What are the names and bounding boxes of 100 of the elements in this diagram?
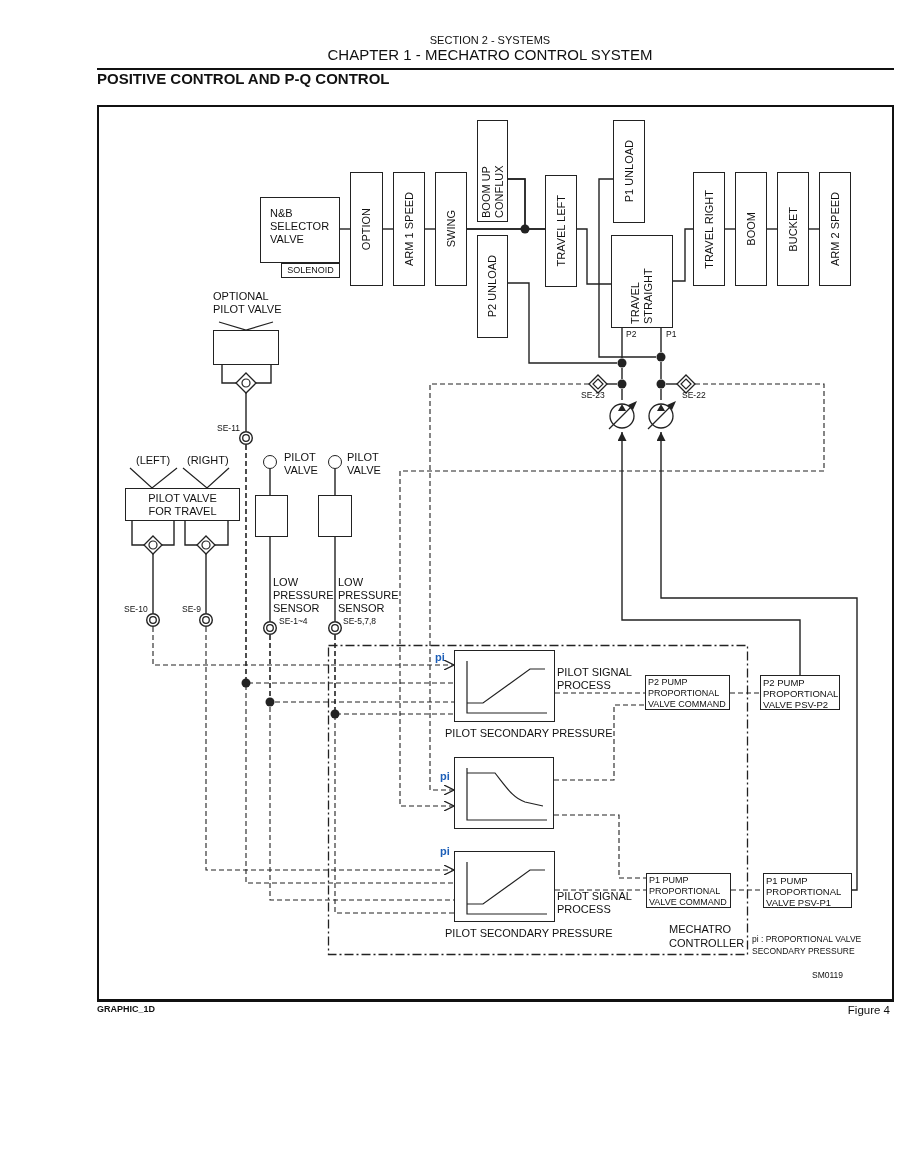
shuttle-valve-icon bbox=[144, 536, 162, 554]
valve-section-box: BUCKET bbox=[777, 172, 809, 286]
hydraulic-line bbox=[214, 520, 229, 546]
hydraulic-line bbox=[621, 388, 623, 401]
lever-label: (LEFT) bbox=[136, 454, 172, 467]
junction-dot bbox=[617, 358, 627, 368]
junction-dot bbox=[656, 352, 666, 362]
shuttle-valve-icon bbox=[236, 373, 256, 393]
hydraulic-line bbox=[660, 361, 662, 380]
function-block bbox=[454, 851, 555, 922]
signal-line bbox=[554, 889, 647, 891]
valve-section-box: BOOM UP CONFLUX bbox=[477, 120, 508, 222]
hydraulic-line bbox=[245, 392, 247, 432]
valve-box: N&B SELECTOR VALVE bbox=[260, 197, 340, 263]
hydraulic-line bbox=[672, 228, 694, 282]
signal-line bbox=[152, 626, 455, 671]
hydraulic-line bbox=[161, 520, 175, 546]
hydraulic-line bbox=[606, 383, 618, 385]
hydraulic-line bbox=[621, 327, 623, 359]
hydraulic-line bbox=[269, 468, 271, 496]
sensor-label: SE-5,7,8 bbox=[343, 616, 378, 626]
signal-line bbox=[429, 383, 590, 796]
signal-line bbox=[554, 692, 646, 694]
hydraulic-line bbox=[576, 228, 612, 285]
pressure-sensor-icon bbox=[263, 621, 277, 635]
arrow bbox=[656, 431, 858, 891]
valve-section-box: ARM 2 SPEED bbox=[819, 172, 851, 286]
valve-section-box: TRAVEL STRAIGHT bbox=[611, 235, 673, 328]
signal-line bbox=[334, 634, 455, 914]
signal-line bbox=[205, 626, 455, 876]
variable-pump-symbol bbox=[645, 400, 677, 432]
hydraulic-line bbox=[184, 520, 198, 546]
valve-box: P2 PUMP PROPORTIONAL VALVE PSV-P2 bbox=[760, 675, 840, 710]
function-block bbox=[454, 650, 555, 722]
command-box: P1 PUMP PROPORTIONAL VALVE COMMAND bbox=[646, 873, 731, 908]
valve-section-box: TRAVEL LEFT bbox=[545, 175, 577, 287]
figure-number: Figure 4 bbox=[846, 1003, 890, 1018]
component-label: LOW PRESSURE SENSOR bbox=[273, 576, 335, 615]
port-label: P2 bbox=[626, 329, 638, 339]
hydraulic-line bbox=[621, 367, 623, 380]
signal-line bbox=[553, 814, 647, 879]
valve-box bbox=[255, 495, 288, 537]
variable-pump-symbol bbox=[606, 400, 638, 432]
function-block bbox=[454, 757, 554, 829]
valve-box: P1 PUMP PROPORTIONAL VALVE PSV-P1 bbox=[763, 873, 852, 908]
hydraulic-line bbox=[724, 228, 736, 230]
hydraulic-line bbox=[424, 228, 436, 230]
pressure-sensor-icon bbox=[589, 375, 607, 393]
solenoid-box: SOLENOID bbox=[281, 263, 340, 278]
hydraulic-line bbox=[507, 178, 546, 230]
hydraulic-line bbox=[221, 364, 237, 384]
hydraulic-line bbox=[339, 228, 351, 230]
valve-box bbox=[318, 495, 352, 537]
hydraulic-line bbox=[507, 282, 618, 364]
pressure-sensor-icon bbox=[239, 431, 253, 445]
note-text: pi : PROPORTIONAL VALVE SECONDARY PRESSURE bbox=[752, 934, 862, 957]
pressure-sensor-icon bbox=[199, 613, 213, 627]
pi-label: pi bbox=[435, 650, 446, 664]
sensor-label: SE-1~4 bbox=[279, 616, 309, 626]
pi-label: pi bbox=[440, 769, 451, 783]
sensor-label: SE-11 bbox=[217, 423, 241, 433]
pressure-sensor-icon bbox=[146, 613, 160, 627]
hydraulic-line bbox=[334, 536, 336, 622]
sensor-label: SE-10 bbox=[124, 604, 149, 614]
pi-label: pi bbox=[440, 844, 451, 858]
controller-boundary bbox=[328, 645, 748, 955]
valve-section-box: BOOM bbox=[735, 172, 767, 286]
arrow bbox=[617, 431, 801, 676]
lever-label: (RIGHT) bbox=[187, 454, 230, 467]
command-box: P2 PUMP PROPORTIONAL VALVE COMMAND bbox=[645, 675, 730, 710]
signal-line bbox=[399, 383, 825, 812]
hydraulic-line bbox=[660, 388, 662, 401]
hydraulic-line bbox=[255, 364, 272, 384]
valve-section-box: ARM 1 SPEED bbox=[393, 172, 425, 286]
pressure-sensor-icon bbox=[328, 621, 342, 635]
component-label: PILOT VALVE bbox=[284, 451, 319, 477]
footer-text: GRAPHIC_1D bbox=[97, 1003, 156, 1015]
hydraulic-line bbox=[660, 327, 662, 353]
hydraulic-line bbox=[131, 520, 145, 546]
section-title: POSITIVE CONTROL AND P-Q CONTROL bbox=[97, 70, 391, 87]
valve-section-box: P2 UNLOAD bbox=[477, 235, 508, 338]
sensor-label: SE-22 bbox=[682, 390, 707, 400]
hydraulic-line bbox=[152, 553, 154, 614]
block-caption: PILOT SIGNAL PROCESS bbox=[557, 890, 633, 916]
port-label: P1 bbox=[666, 329, 678, 339]
signal-line bbox=[245, 444, 455, 884]
hydraulic-line bbox=[598, 178, 657, 358]
signal-line bbox=[729, 692, 761, 694]
pilot-valve-circle bbox=[263, 455, 277, 469]
header-text: SECTION 2 - SYSTEMS bbox=[428, 33, 552, 47]
component-label: LOW PRESSURE SENSOR bbox=[338, 576, 400, 615]
signal-line bbox=[553, 704, 646, 781]
controller-label: MECHATRO CONTROLLER bbox=[669, 922, 746, 950]
junction-dot bbox=[617, 379, 627, 389]
valve-section-box: SWING bbox=[435, 172, 467, 286]
hydraulic-line bbox=[665, 383, 678, 385]
valve-section-box: P1 UNLOAD bbox=[613, 120, 645, 223]
hydraulic-line bbox=[382, 228, 394, 230]
shuttle-valve-icon bbox=[197, 536, 215, 554]
block-caption: PILOT SECONDARY PRESSURE bbox=[445, 927, 614, 940]
